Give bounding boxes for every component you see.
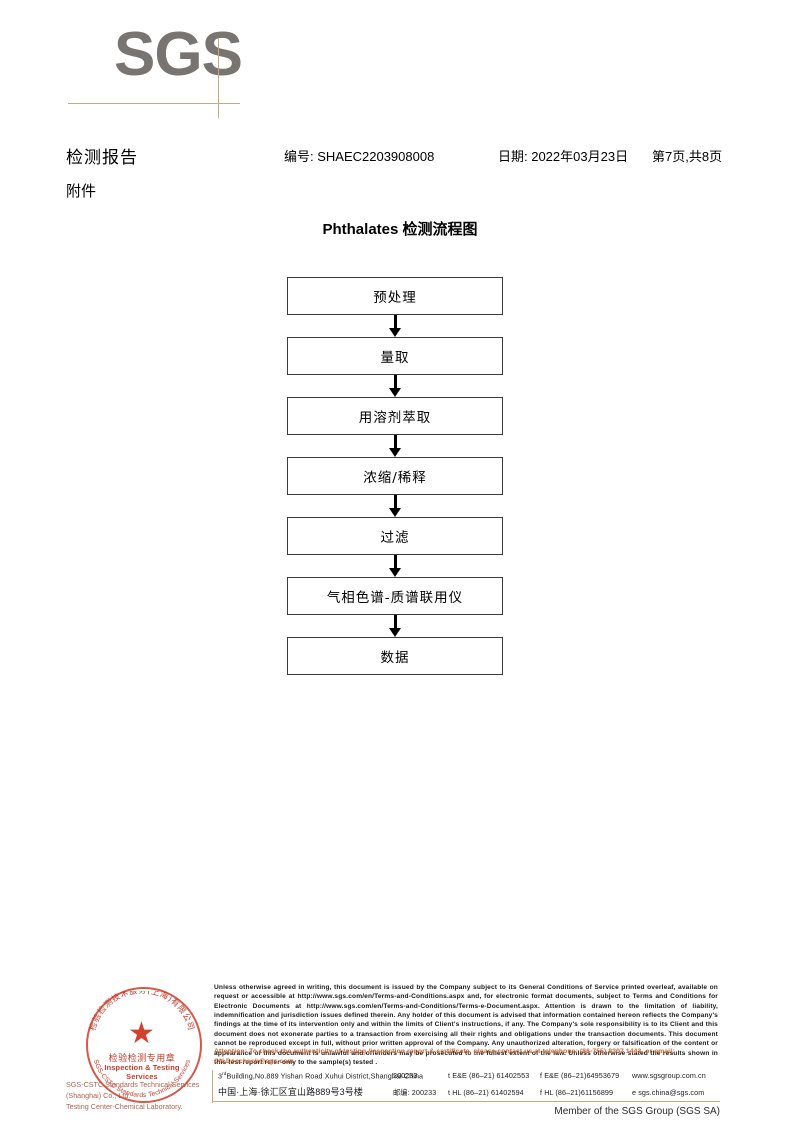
stamp-arc-bottom-text: SGS-CSTC Standards Technical Services <box>88 1043 196 1101</box>
flow-arrow-down-icon <box>287 615 503 637</box>
company-stamp: 检验检测技术服务(上海)有限公司 ★ 检验检测专用章 Inspection & … <box>66 983 210 1115</box>
flow-step: 气相色谱-质谱联用仪 <box>287 577 503 615</box>
logo-vertical-rule <box>218 38 219 118</box>
member-of-group-label: Member of the SGS Group (SGS SA) <box>554 1106 720 1117</box>
document-footer: 检验检测技术服务(上海)有限公司 ★ 检验检测专用章 Inspection & … <box>0 965 800 1131</box>
flow-box-filtration: 过滤 <box>287 517 503 555</box>
flow-box-measure: 量取 <box>287 337 503 375</box>
fax-hl: f HL (86–21)61156899 <box>540 1088 614 1097</box>
flow-box-gcms: 气相色谱-质谱联用仪 <box>287 577 503 615</box>
attachment-label: 附件 <box>66 183 97 200</box>
logo-horizontal-rule <box>68 103 240 104</box>
postal-code-en: 200233 <box>393 1071 418 1081</box>
flow-arrow-down-icon <box>287 315 503 337</box>
sgs-logo-wordmark: SGS <box>114 20 243 89</box>
telephone-ee: t E&E (86–21) 61402553 <box>448 1071 530 1081</box>
legal-terms-text: Unless otherwise agreed in writing, this… <box>214 984 718 1066</box>
flow-box-solvent-extraction: 用溶剂萃取 <box>287 397 503 435</box>
postal-code-cn: 邮编: 200233 <box>393 1088 437 1097</box>
address-line-en: 3rdBuilding,No.889 Yishan Road Xuhui Dis… <box>218 1071 722 1085</box>
address-horizontal-rule <box>212 1101 720 1102</box>
page-title: 检测报告 <box>66 148 138 167</box>
flow-box-pretreatment: 预处理 <box>287 277 503 315</box>
document-header: 检测报告 编号: SHAEC2203908008 日期: 2022年03月23日… <box>0 143 800 169</box>
stamp-overlay-line-1: SGS-CSTC Standards Technical Services (S… <box>66 1080 200 1101</box>
flow-arrow-down-icon <box>287 555 503 577</box>
flow-step: 数据 <box>287 637 503 675</box>
email-link[interactable]: e sgs.china@sgs.com <box>632 1088 705 1097</box>
attention-notice: Attention: To check the authenticity of … <box>214 1048 675 1065</box>
address-vertical-rule <box>212 1070 213 1103</box>
flow-step: 预处理 <box>287 277 503 315</box>
flowchart: 预处理 量取 用溶剂萃取 浓缩/稀释 过滤 气相色谱-质谱联用仪 数据 <box>287 277 503 675</box>
flow-arrow-down-icon <box>287 495 503 517</box>
stamp-overlay-line-2: Testing Center-Chemical Laboratory. <box>66 1102 183 1112</box>
address-street-cn: 中国·上海·徐汇区宜山路889号3号楼 <box>218 1087 363 1097</box>
flow-arrow-down-icon <box>287 435 503 457</box>
report-number: 编号: SHAEC2203908008 <box>284 149 435 164</box>
address-street-en: 3rdBuilding,No.889 Yishan Road Xuhui Dis… <box>218 1071 424 1081</box>
flow-step: 过滤 <box>287 517 503 555</box>
fax-ee: f E&E (86–21)64953679 <box>540 1071 620 1081</box>
star-icon: ★ <box>128 1017 155 1050</box>
sgs-logo: SGS <box>68 24 268 125</box>
flow-arrow-down-icon <box>287 375 503 397</box>
flowchart-title: Phthalates 检测流程图 <box>322 221 478 238</box>
flow-step: 用溶剂萃取 <box>287 397 503 435</box>
stamp-cn-label: 检验检测专用章 <box>108 1054 176 1064</box>
flow-box-concentrate-dilute: 浓缩/稀释 <box>287 457 503 495</box>
stamp-circle-border <box>86 987 202 1103</box>
flow-box-data: 数据 <box>287 637 503 675</box>
flow-step: 浓缩/稀释 <box>287 457 503 495</box>
report-date: 日期: 2022年03月23日 <box>498 149 629 164</box>
website-link[interactable]: www.sgsgroup.com.cn <box>632 1071 706 1081</box>
stamp-en-label: Inspection & Testing Services <box>104 1063 180 1081</box>
telephone-hl: t HL (86–21) 61402594 <box>448 1088 524 1097</box>
flow-step: 量取 <box>287 337 503 375</box>
address-line-cn: 中国·上海·徐汇区宜山路889号3号楼 邮编: 200233 t HL (86–… <box>218 1085 722 1099</box>
page-counter: 第7页,共8页 <box>652 149 723 164</box>
stamp-company-overlay: SGS-CSTC Standards Technical Services (S… <box>66 1079 226 1112</box>
address-block: 3rdBuilding,No.889 Yishan Road Xuhui Dis… <box>218 1071 722 1099</box>
stamp-arc-top-text: 检验检测技术服务(上海)有限公司 <box>88 991 196 1045</box>
